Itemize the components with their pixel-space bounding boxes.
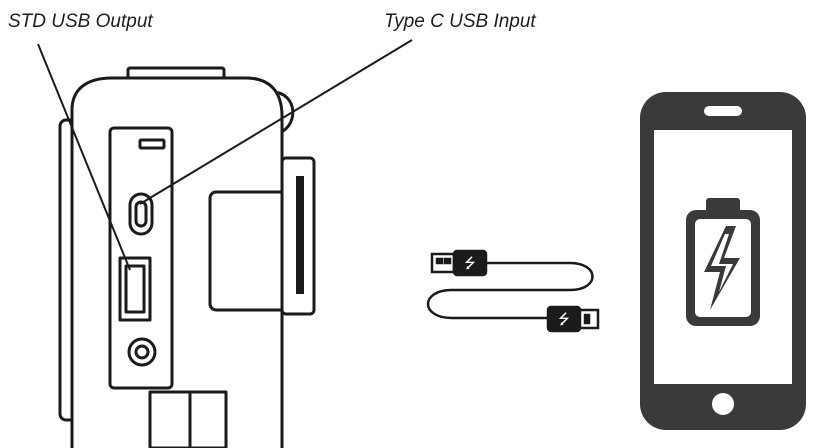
cable-plug-top-metal-hole2: [443, 257, 452, 265]
phone-home-button: [712, 393, 734, 415]
radio-side-view-icon: [58, 66, 316, 448]
cable-plug-bottom-metal-hole: [583, 313, 591, 325]
bottom-foot-left: [148, 390, 192, 448]
clip-block: [208, 190, 292, 312]
cable-wire: [426, 261, 594, 320]
type-c-port-inner: [134, 200, 148, 228]
panel-slot: [138, 138, 166, 150]
std-usb-output-label: STD USB Output: [8, 11, 153, 32]
type-c-usb-input-label: Type C USB Input: [384, 11, 536, 32]
std-usb-leader-line: [37, 43, 131, 271]
cable-usb-symbol-bottom: ⭍: [558, 312, 570, 328]
lightning-bolt: [704, 226, 740, 310]
bottom-foot-right: [188, 390, 228, 448]
battery-bolt-icon: [686, 198, 760, 326]
cable-usb-symbol-top: ⭍: [464, 256, 476, 272]
lightning-bolt-highlight: [711, 234, 733, 292]
usb-cable-icon: ⭍ ⭍: [426, 249, 600, 333]
battery-cap: [706, 198, 740, 212]
phone-speaker: [704, 106, 742, 116]
cable-plug-top-metal-hole: [435, 257, 444, 265]
type-c-leader-line: [139, 39, 413, 205]
phone-charging-icon: [640, 92, 806, 430]
std-usb-port-inner: [124, 264, 146, 314]
audio-jack-inner: [134, 344, 150, 360]
